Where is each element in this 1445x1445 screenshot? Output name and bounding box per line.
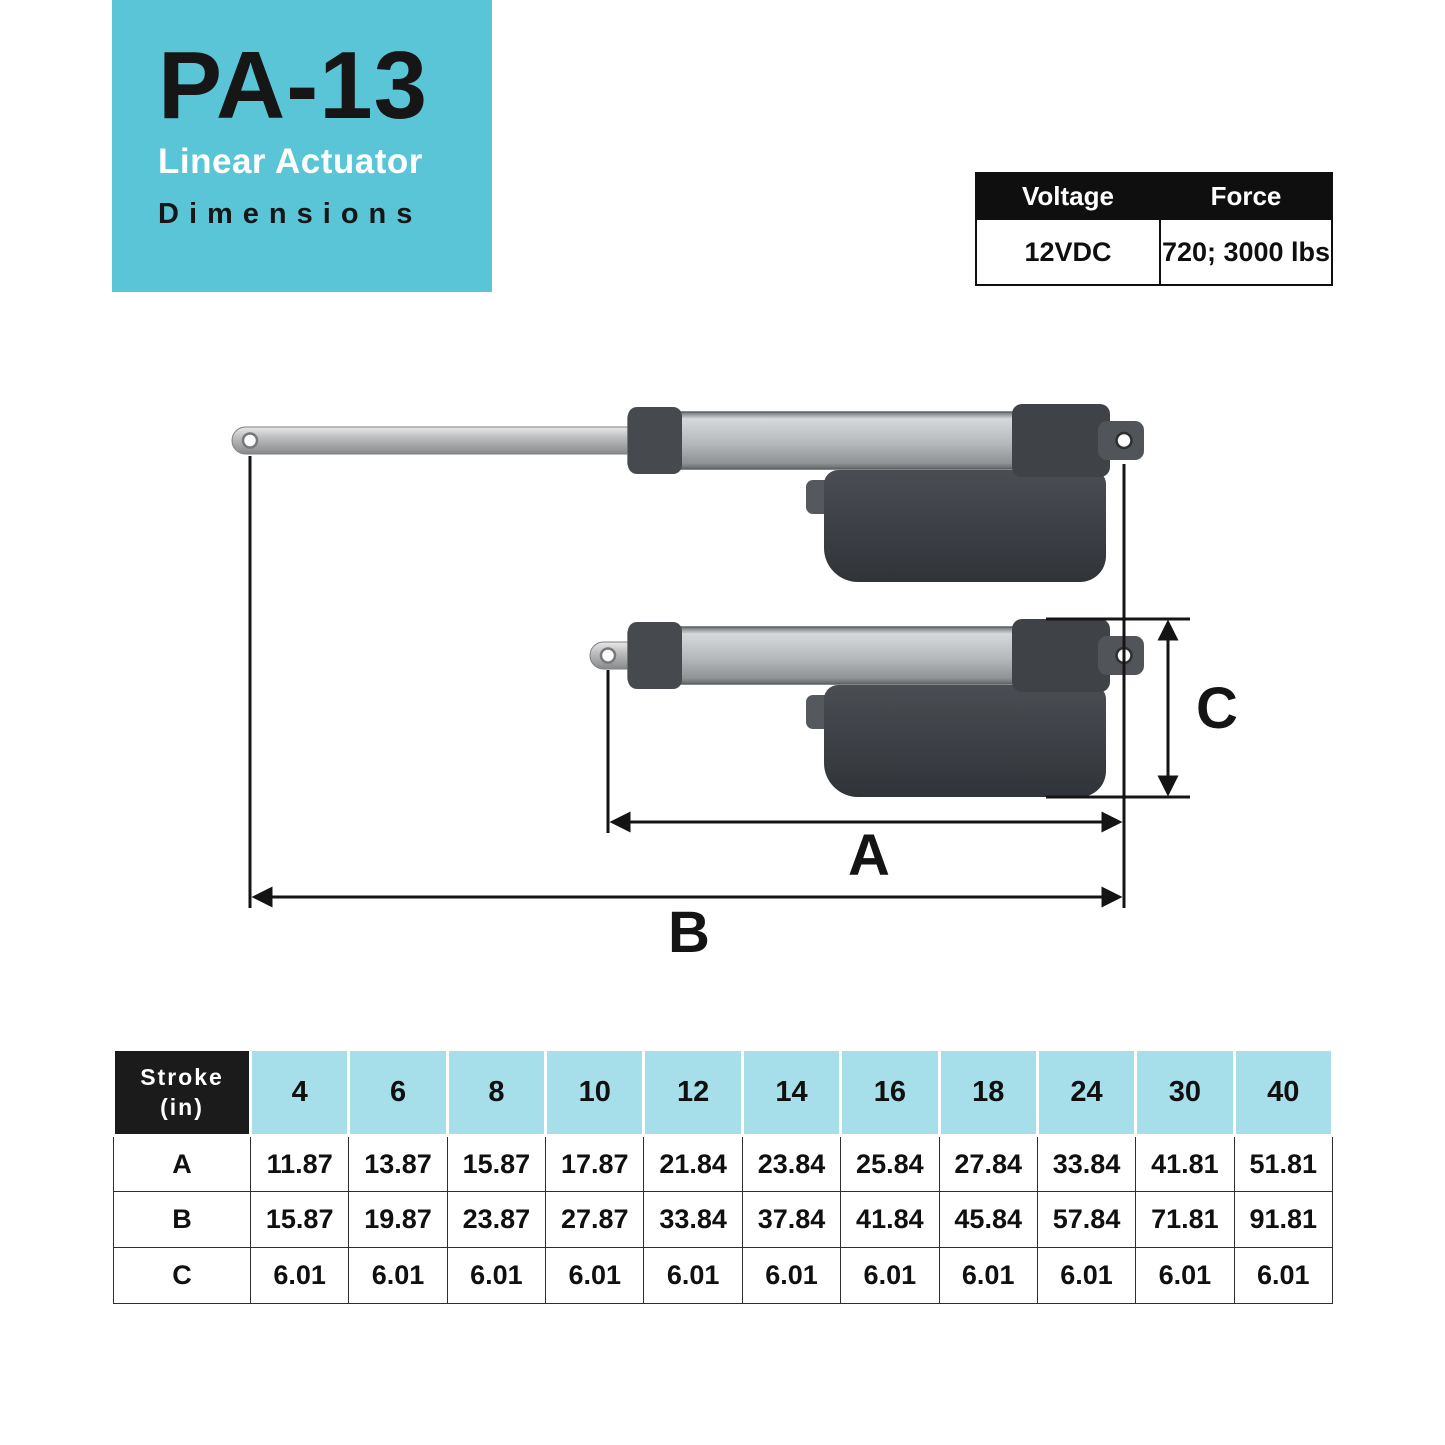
dim-value-cell: 6.01	[643, 1247, 743, 1304]
actuator-extended	[231, 404, 1144, 582]
actuator-dimension-diagram: C A B	[231, 404, 1238, 965]
spec-voltage-header: Voltage	[975, 172, 1161, 220]
dim-value-cell: 33.84	[643, 1191, 743, 1248]
dim-value-cell: 33.84	[1036, 1135, 1137, 1192]
stroke-col-header: 14	[740, 1048, 843, 1137]
dim-row-label: A	[113, 1135, 251, 1192]
dim-value-cell: 41.84	[840, 1191, 940, 1248]
dim-value-cell: 27.87	[545, 1191, 645, 1248]
stroke-header-cell: Stroke (in)	[112, 1048, 252, 1137]
dim-value-cell: 37.84	[741, 1191, 842, 1248]
motor-housing	[824, 685, 1106, 797]
dim-value-cell: 15.87	[249, 1191, 350, 1248]
spec-force-header: Force	[1159, 172, 1333, 220]
stroke-col-header: 16	[839, 1048, 941, 1137]
dim-row-label: C	[113, 1247, 251, 1304]
channel-end-cap	[628, 407, 682, 474]
spec-table: Voltage Force 12VDC 720; 3000 lbs	[975, 172, 1333, 286]
stroke-col-header: 6	[347, 1048, 449, 1137]
dim-value-cell: 41.81	[1135, 1135, 1235, 1192]
dim-value-cell: 51.81	[1233, 1135, 1334, 1192]
dim-value-cell: 13.87	[348, 1135, 448, 1192]
dim-value-cell: 27.84	[938, 1135, 1038, 1192]
dim-value-cell: 23.84	[741, 1135, 842, 1192]
stroke-col-header: 24	[1035, 1048, 1138, 1137]
dim-value-cell: 45.84	[938, 1191, 1038, 1248]
stroke-col-header: 18	[937, 1048, 1039, 1137]
dim-value-cell: 6.01	[249, 1247, 350, 1304]
stroke-col-header: 30	[1134, 1048, 1236, 1137]
dim-value-cell: 23.87	[446, 1191, 547, 1248]
dim-value-cell: 6.01	[1135, 1247, 1235, 1304]
rod-eyelet-hole	[599, 647, 617, 664]
clevis-hole	[1115, 431, 1133, 450]
rear-block	[1012, 404, 1110, 477]
dim-value-cell: 6.01	[348, 1247, 448, 1304]
channel-end-cap	[628, 622, 682, 689]
dim-value-cell: 17.87	[545, 1135, 645, 1192]
dim-label-a: A	[848, 823, 890, 888]
dim-label-b: B	[668, 900, 710, 965]
product-badge: PA-13 Linear Actuator Dimensions	[112, 0, 492, 292]
dim-value-cell: 6.01	[1036, 1247, 1137, 1304]
actuator-retracted	[589, 619, 1144, 797]
product-subtitle: Linear Actuator	[158, 142, 423, 181]
dim-value-cell: 6.01	[446, 1247, 547, 1304]
spec-header-row: Voltage Force	[975, 172, 1333, 220]
spec-value-row: 12VDC 720; 3000 lbs	[975, 218, 1333, 286]
dim-value-cell: 91.81	[1233, 1191, 1334, 1248]
dim-value-cell: 6.01	[938, 1247, 1038, 1304]
product-caption: Dimensions	[158, 198, 423, 230]
dim-value-cell: 21.84	[643, 1135, 743, 1192]
spec-voltage-value: 12VDC	[975, 218, 1161, 286]
actuator-channel	[627, 411, 1021, 470]
dim-value-cell: 71.81	[1135, 1191, 1235, 1248]
dim-value-cell: 6.01	[545, 1247, 645, 1304]
rod-eyelet-hole	[241, 432, 259, 449]
stroke-col-header: 12	[642, 1048, 744, 1137]
dim-row-label: B	[113, 1191, 251, 1248]
dim-value-cell: 19.87	[348, 1191, 448, 1248]
dim-value-cell: 25.84	[840, 1135, 940, 1192]
dim-value-cell: 15.87	[446, 1135, 547, 1192]
stroke-col-header: 40	[1232, 1048, 1335, 1137]
dim-value-cell: 6.01	[840, 1247, 940, 1304]
dim-value-cell: 11.87	[249, 1135, 350, 1192]
dim-value-cell: 6.01	[1233, 1247, 1334, 1304]
product-model: PA-13	[158, 32, 428, 139]
stroke-col-header: 4	[248, 1048, 351, 1137]
spec-force-value: 720; 3000 lbs	[1159, 218, 1333, 286]
rear-block	[1012, 619, 1110, 692]
stroke-col-header: 10	[544, 1048, 646, 1137]
dim-label-c: C	[1196, 676, 1238, 741]
dimension-lines	[248, 456, 1190, 908]
stroke-col-header: 8	[445, 1048, 548, 1137]
actuator-channel	[627, 626, 1021, 685]
extended-rod	[231, 426, 663, 455]
dim-value-cell: 57.84	[1036, 1191, 1137, 1248]
dim-value-cell: 6.01	[741, 1247, 842, 1304]
motor-housing	[824, 470, 1106, 582]
